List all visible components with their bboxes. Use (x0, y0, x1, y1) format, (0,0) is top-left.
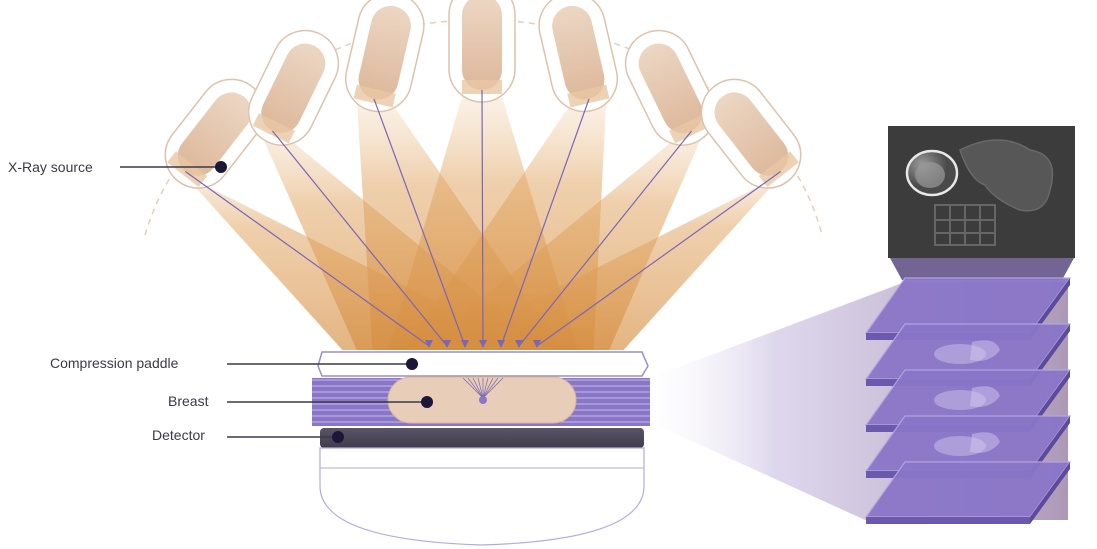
reconstructed-slice (864, 461, 1072, 524)
focal-ray (482, 377, 499, 399)
x-ray-tubes (164, 0, 802, 189)
focal-ray (462, 377, 484, 399)
x-ray-beam (433, 160, 795, 350)
x-ray-path (481, 89, 484, 347)
focal-ray (482, 377, 494, 399)
focal-ray (482, 377, 489, 399)
x-ray-tube (448, 0, 516, 103)
focal-ray (482, 377, 504, 399)
x-ray-path (271, 130, 448, 347)
x-ray-arrowhead (443, 340, 451, 348)
x-ray-arrowhead (515, 340, 523, 348)
x-ray-path (536, 171, 781, 347)
x-ray-paths (185, 89, 781, 348)
x-ray-arrowhead (533, 340, 541, 348)
reconstructed-slice (864, 323, 1072, 386)
x-ray-tube (538, 0, 619, 113)
x-ray-arrowhead (497, 340, 505, 348)
x-ray-path (373, 98, 466, 347)
x-ray-tube (700, 78, 802, 189)
label-xray-source: X-Ray source (8, 159, 227, 175)
reconstructed-image (888, 126, 1075, 280)
detector-label: Detector (152, 427, 205, 443)
breast-label: Breast (168, 393, 209, 409)
detector (320, 428, 644, 448)
focal-rays (462, 377, 504, 399)
focal-point (479, 396, 487, 404)
x-ray-tube (247, 29, 340, 146)
focal-ray (477, 377, 484, 399)
x-ray-tube (344, 0, 425, 113)
xray-source-label: X-Ray source (8, 159, 93, 175)
label-compression-paddle: Compression paddle (50, 355, 418, 371)
x-ray-beam (419, 123, 708, 350)
compression-paddle-label: Compression paddle (50, 355, 179, 371)
x-ray-arrowhead (461, 340, 469, 348)
focal-ray (472, 377, 484, 399)
x-ray-tube (624, 29, 717, 146)
label-breast: Breast (168, 393, 433, 409)
gantry-base (319, 447, 645, 546)
compression-paddle (317, 351, 649, 377)
x-ray-path (500, 98, 590, 347)
x-ray-tube (164, 78, 266, 189)
focal-ray (467, 377, 484, 399)
x-ray-arrowhead (479, 340, 487, 348)
reconstructed-slices (864, 277, 1072, 524)
x-ray-path (518, 130, 693, 347)
x-ray-path (185, 171, 430, 347)
label-detector: Detector (152, 427, 344, 443)
x-ray-arrowhead (425, 340, 433, 348)
x-ray-beams (171, 90, 795, 350)
